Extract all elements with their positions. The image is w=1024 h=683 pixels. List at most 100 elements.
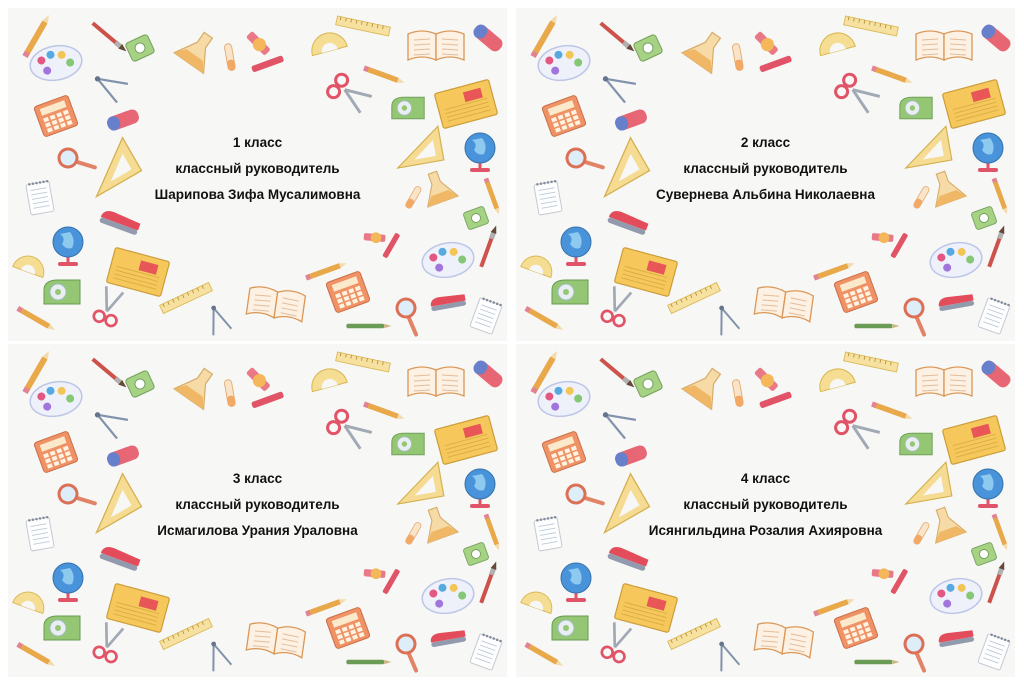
pencil-icon <box>305 263 347 281</box>
sharpener-icon <box>971 206 997 230</box>
pencil-icon <box>524 641 564 666</box>
class-card-4: 4 класс классный руководитель Исянгильди… <box>516 344 1015 677</box>
class-teacher-role: классный руководитель <box>683 161 848 176</box>
class-card-3: 3 класс классный руководитель Исмагилова… <box>8 344 507 677</box>
paintbrush-icon <box>91 357 127 388</box>
class-grade: 4 класс <box>740 471 791 486</box>
pen-icon <box>854 659 900 665</box>
stapler-icon <box>430 294 467 311</box>
compass-icon <box>602 412 637 440</box>
magnifier-icon <box>903 633 927 673</box>
pencil-icon <box>813 263 855 281</box>
stapler-icon <box>430 630 467 647</box>
pencil-icon <box>991 513 1008 551</box>
notepad-icon <box>25 179 55 216</box>
school-supplies-border <box>12 350 503 673</box>
book-icon <box>407 30 465 61</box>
stapler-icon <box>938 630 975 647</box>
notepad-icon <box>977 633 1011 671</box>
test-tube-icon <box>913 186 930 209</box>
pencil-icon <box>483 177 500 215</box>
class-grade: 1 класс <box>232 135 283 150</box>
stapler-icon <box>938 294 975 311</box>
calculator-icon <box>833 271 879 313</box>
pencil-icon <box>483 513 500 551</box>
protractor-icon <box>520 255 553 279</box>
palette-icon <box>29 380 83 418</box>
tape-dispenser-icon <box>391 432 425 456</box>
card-caption: 3 класс классный руководитель Исмагилова… <box>68 466 447 544</box>
microscope-icon <box>246 367 284 409</box>
test-tube-icon <box>913 522 930 545</box>
notebook-icon <box>614 247 678 297</box>
test-tube-icon <box>224 379 236 407</box>
sharpener-icon <box>125 370 155 398</box>
pencil-icon <box>530 14 557 59</box>
magnifier-icon <box>395 297 419 337</box>
notebook-icon <box>942 415 1006 465</box>
flask-icon <box>172 31 214 75</box>
card-caption: 1 класс классный руководитель Шарипова З… <box>68 130 447 208</box>
magnifier-icon <box>565 483 605 506</box>
microscope-icon <box>754 31 792 73</box>
test-tube-icon <box>732 379 744 407</box>
pencil-icon <box>363 401 405 419</box>
scissors-icon <box>326 72 373 114</box>
class-teacher-role: классный руководитель <box>175 497 340 512</box>
tape-dispenser-icon <box>899 96 933 120</box>
paintbrush-icon <box>987 561 1005 604</box>
globe-icon <box>52 562 84 602</box>
card-caption: 2 класс классный руководитель Сувернева … <box>576 130 955 208</box>
book-icon <box>915 366 973 397</box>
palette-icon <box>929 241 983 279</box>
pencil-icon <box>530 350 557 395</box>
class-grade: 2 класс <box>740 135 791 150</box>
set-square-icon <box>603 472 651 535</box>
pencil-icon <box>305 599 347 617</box>
flask-icon <box>172 367 214 411</box>
microscope-icon <box>246 31 284 73</box>
class-teacher-name: Шарипова Зифа Мусалимовна <box>154 187 361 202</box>
notepad-icon <box>469 633 503 671</box>
magnifier-icon <box>903 297 927 337</box>
palette-icon <box>537 44 591 82</box>
pencil-icon <box>524 305 564 330</box>
sharpener-icon <box>125 34 155 62</box>
ruler-icon <box>667 617 721 651</box>
compass-icon <box>211 305 233 336</box>
notebook-icon <box>614 583 678 633</box>
notebook-icon <box>434 79 498 129</box>
eraser-icon <box>473 24 503 52</box>
stapler-icon <box>99 211 141 235</box>
ruler-icon <box>159 617 213 651</box>
book-icon <box>407 366 465 397</box>
class-card-2: 2 класс классный руководитель Сувернева … <box>516 8 1015 341</box>
tape-dispenser-icon <box>391 96 425 120</box>
calculator-icon <box>541 95 587 137</box>
paintbrush-icon <box>479 561 497 604</box>
book-icon <box>915 30 973 61</box>
pen-icon <box>346 323 392 329</box>
scissors-icon <box>326 408 373 450</box>
notebook-icon <box>942 79 1006 129</box>
calculator-icon <box>541 431 587 473</box>
class-teacher-role: классный руководитель <box>683 497 848 512</box>
palette-icon <box>421 577 475 615</box>
book-icon <box>753 286 815 323</box>
card-caption: 4 класс классный руководитель Исянгильди… <box>576 466 955 544</box>
notepad-icon <box>977 297 1011 335</box>
paintbrush-icon <box>91 21 127 52</box>
protractor-icon <box>819 32 856 57</box>
palette-icon <box>421 241 475 279</box>
ruler-icon <box>843 15 899 37</box>
notebook-icon <box>106 247 170 297</box>
book-icon <box>245 286 307 323</box>
notepad-icon <box>533 515 563 552</box>
flask-icon <box>680 31 722 75</box>
class-teacher-name: Исмагилова Урания Ураловна <box>157 523 358 538</box>
pencil-icon <box>813 599 855 617</box>
compass-icon <box>719 305 741 336</box>
protractor-icon <box>819 368 856 393</box>
set-square-icon <box>904 460 953 505</box>
notepad-icon <box>469 297 503 335</box>
